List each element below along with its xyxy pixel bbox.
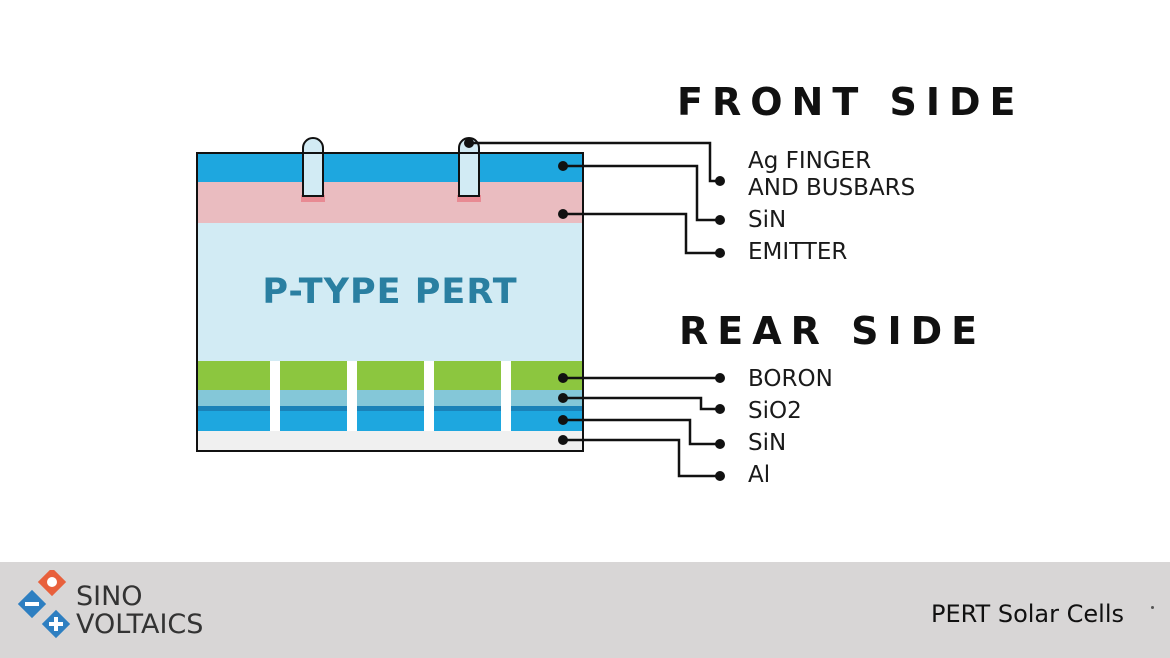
al-layer bbox=[197, 431, 583, 451]
leader-dot bbox=[715, 215, 725, 225]
solar-cell-diagram bbox=[196, 137, 725, 481]
leader-dot bbox=[715, 176, 725, 186]
brand-name-line2: VOLTAICS bbox=[76, 609, 204, 640]
front-sin-layer bbox=[197, 153, 583, 182]
label-front-sin: SiN bbox=[748, 207, 787, 233]
emitter-layer bbox=[197, 182, 583, 223]
leader-dot bbox=[558, 435, 568, 445]
leader-dot bbox=[464, 138, 474, 148]
rear-dark-band bbox=[197, 406, 583, 411]
leader-dot bbox=[558, 393, 568, 403]
sinovoltaics-logo-icon bbox=[17, 570, 71, 639]
leader-dot bbox=[715, 471, 725, 481]
sio2-leader-line bbox=[563, 396, 720, 411]
footer-bar: SINO VOLTAICS PERT Solar Cells bbox=[0, 562, 1170, 658]
rear-contact-gap bbox=[501, 361, 511, 431]
rear-contact-gap bbox=[424, 361, 434, 431]
rear-contact-gap bbox=[347, 361, 357, 431]
cell-outline bbox=[196, 152, 584, 452]
label-boron: BORON bbox=[748, 366, 833, 392]
ag-finger bbox=[302, 137, 324, 197]
diagram: FRONT SIDE REAR SIDE bbox=[196, 80, 1025, 488]
p-type-bulk-layer bbox=[197, 223, 583, 361]
label-emitter: EMITTER bbox=[748, 239, 848, 265]
sio2-layer bbox=[197, 390, 583, 406]
ag-finger-shadow bbox=[457, 195, 481, 202]
rear-sin-leader-line bbox=[563, 418, 720, 446]
label-ag-finger: Ag FINGER bbox=[748, 148, 872, 174]
label-sio2: SiO2 bbox=[748, 398, 802, 424]
front-sin-leader-line bbox=[563, 164, 720, 222]
al-leader-line bbox=[563, 438, 720, 478]
leader-dot bbox=[558, 373, 568, 383]
brand-name-line1: SINO bbox=[76, 581, 143, 612]
leader-dot bbox=[715, 439, 725, 449]
label-rear-sin: SiN bbox=[748, 430, 787, 456]
leader-dot bbox=[715, 404, 725, 414]
ag-finger-shadow bbox=[301, 195, 325, 202]
cell-type-title: P-TYPE PERT bbox=[262, 272, 518, 312]
leader-dot bbox=[715, 248, 725, 258]
footer-caption: PERT Solar Cells bbox=[930, 600, 1124, 628]
leader-dot bbox=[715, 373, 725, 383]
leader-dot bbox=[558, 415, 568, 425]
leader-dot bbox=[558, 161, 568, 171]
boron-layer bbox=[197, 361, 583, 390]
decorative-dot bbox=[1151, 606, 1154, 609]
label-ag-busbars: AND BUSBARS bbox=[748, 175, 916, 201]
rear-side-heading: REAR SIDE bbox=[679, 309, 987, 353]
rear-contact-gap bbox=[270, 361, 280, 431]
label-al: Al bbox=[748, 462, 771, 488]
emitter-leader-line bbox=[563, 212, 720, 255]
leader-dot bbox=[558, 209, 568, 219]
front-side-heading: FRONT SIDE bbox=[677, 80, 1025, 124]
